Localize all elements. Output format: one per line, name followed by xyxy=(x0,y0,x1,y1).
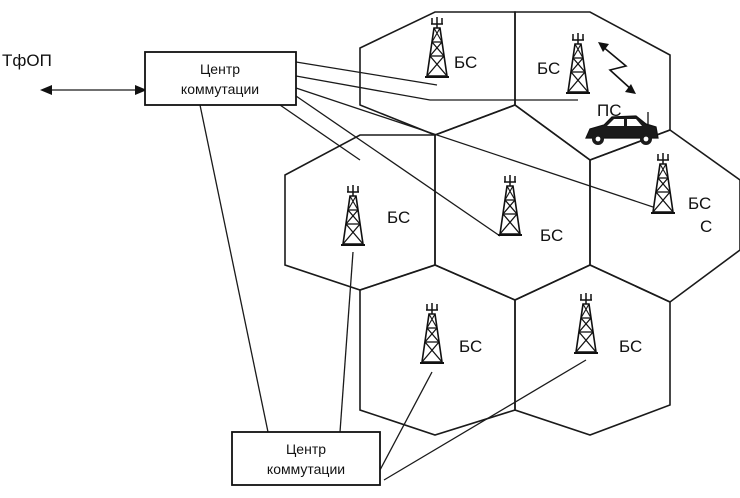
links-bottom-center xyxy=(339,251,587,481)
arrowhead-right-icon xyxy=(135,85,147,95)
arrowhead-left-icon xyxy=(40,85,52,95)
mobile-station-label: ПС xyxy=(597,101,622,120)
switching-center-top-line1: Центр xyxy=(200,61,240,77)
antenna-tower-icon xyxy=(650,152,676,214)
bs-6-label: БС xyxy=(459,337,482,356)
cell-bottom-right xyxy=(514,264,671,436)
link-to-bs-4 xyxy=(295,95,501,237)
car-icon xyxy=(585,112,659,145)
pstn-label: ТфОП xyxy=(2,51,52,70)
switching-center-bottom-line2: коммутации xyxy=(267,461,345,477)
antenna-tower-icon xyxy=(419,302,445,364)
radio-link-icon xyxy=(598,42,636,94)
bs-5-label: БС xyxy=(688,194,711,213)
bs-6: БС xyxy=(419,302,482,364)
link-center-to-center xyxy=(199,104,269,433)
switching-center-top: Центр коммутации xyxy=(144,51,297,106)
antenna-tower-icon xyxy=(340,184,366,246)
link-bottom-to-bs-7 xyxy=(383,359,587,481)
bs-5-sublabel: С xyxy=(700,217,712,236)
link-to-bs-2 xyxy=(295,75,578,101)
bs-4: БС xyxy=(497,174,563,245)
antenna-tower-icon xyxy=(497,174,523,236)
links-top-center xyxy=(40,61,663,433)
bs-3: БС xyxy=(340,184,410,246)
bs-4-label: БС xyxy=(540,226,563,245)
switching-center-bottom: Центр коммутации xyxy=(231,431,381,486)
antenna-tower-icon xyxy=(565,32,591,94)
cell-mid-left xyxy=(284,134,436,291)
switching-center-bottom-line1: Центр xyxy=(286,441,326,457)
link-bottom-to-bs-6 xyxy=(379,371,433,471)
bs-1-label: БС xyxy=(454,53,477,72)
antenna-tower-icon xyxy=(573,292,599,354)
bs-1: БС xyxy=(424,16,477,78)
link-to-bs-3 xyxy=(279,104,361,161)
antenna-tower-icon xyxy=(424,16,450,78)
bs-2: БС xyxy=(537,32,591,94)
link-to-bs-5 xyxy=(295,87,663,211)
bs-7: БС xyxy=(573,292,642,356)
link-to-bs-1 xyxy=(295,61,438,86)
bs-3-label: БС xyxy=(387,208,410,227)
switching-center-top-line2: коммутации xyxy=(181,81,259,97)
bs-5: БС С xyxy=(650,152,712,236)
bs-7-label: БС xyxy=(619,337,642,356)
mobile-station: ПС xyxy=(585,101,659,145)
link-bottom-to-bs-3 xyxy=(339,251,354,433)
bs-2-label: БС xyxy=(537,59,560,78)
